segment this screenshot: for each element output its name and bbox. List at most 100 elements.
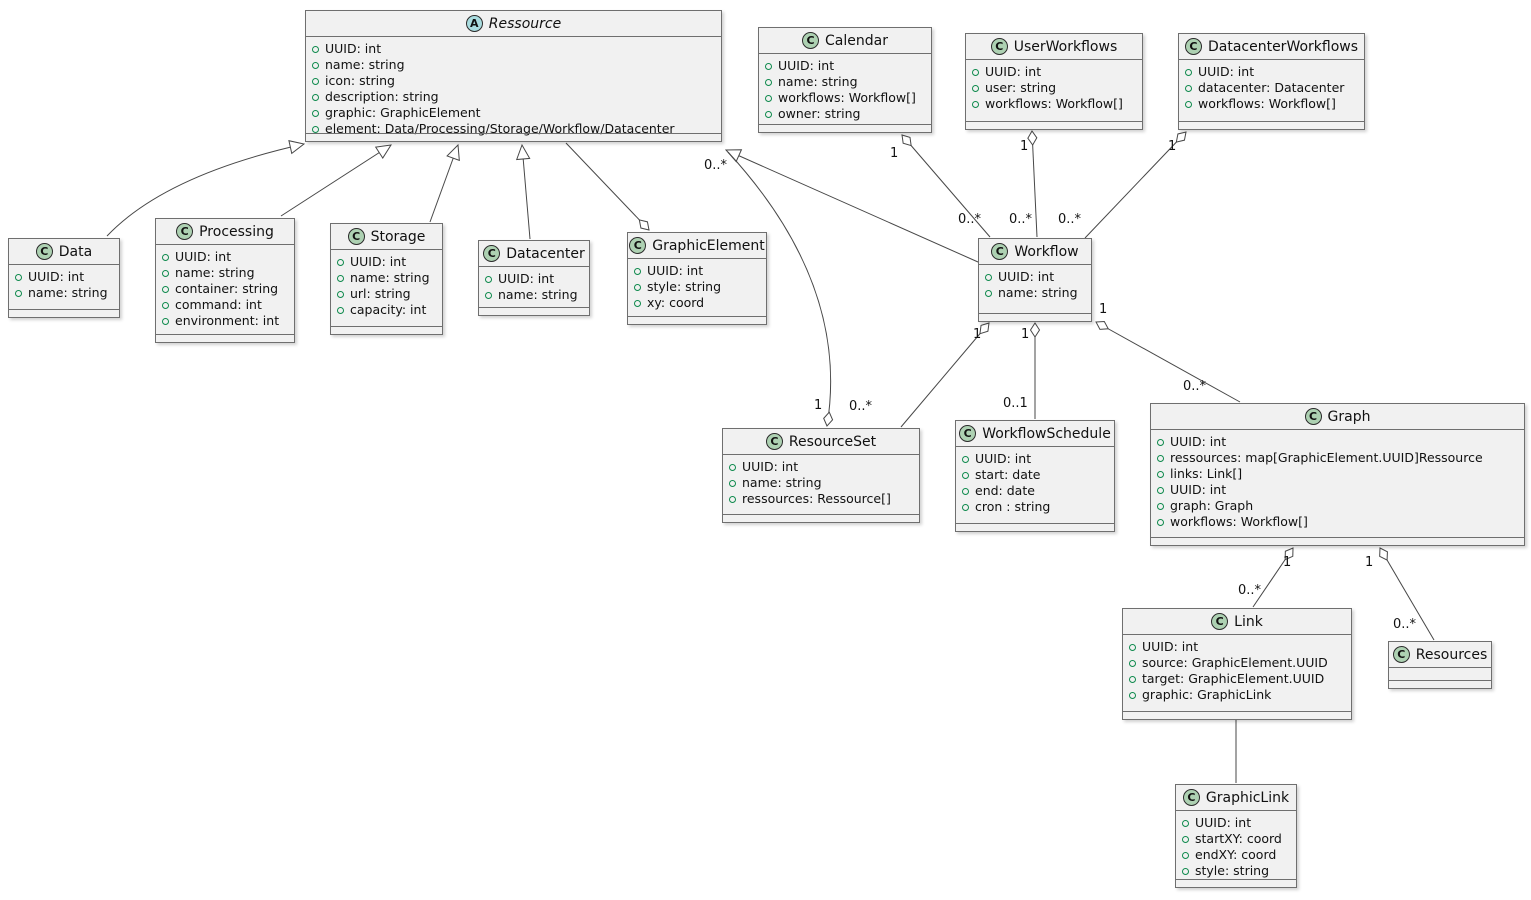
multiplicity-label: 0..*	[958, 212, 982, 227]
field-visibility-icon	[162, 317, 169, 325]
aggregation-diamond-icon	[979, 322, 990, 335]
attribute-text: UUID: int	[325, 41, 382, 56]
attribute-text: UUID: int	[998, 269, 1055, 284]
attribute-text: name: string	[742, 475, 822, 490]
attribute-text: UUID: int	[1142, 639, 1199, 654]
attribute-text: ressources: map[GraphicElement.UUID]Ress…	[1170, 450, 1483, 465]
attribute-row: workflows: Workflow[]	[763, 90, 925, 106]
field-visibility-icon	[1185, 100, 1192, 108]
field-visibility-icon	[312, 125, 319, 133]
methods-compartment	[479, 307, 589, 315]
attribute-row: style: string	[1180, 863, 1290, 879]
field-visibility-icon	[1182, 835, 1189, 843]
class-badge-icon: C	[1392, 646, 1410, 663]
field-visibility-icon	[312, 109, 319, 117]
attribute-row: name: string	[160, 265, 288, 281]
attribute-text: name: string	[998, 285, 1078, 300]
class-badge-icon: C	[1211, 613, 1229, 630]
class-name: UserWorkflows	[1013, 38, 1118, 55]
attribute-text: end: date	[975, 483, 1035, 498]
attribute-text: UUID: int	[778, 58, 835, 73]
multiplicity-label: 1	[814, 398, 823, 413]
attributes-compartment	[1389, 668, 1491, 680]
attribute-row: url: string	[335, 286, 436, 302]
attribute-row: UUID: int	[1127, 639, 1345, 655]
multiplicity-label: 0..*	[704, 158, 728, 173]
inheritance-triangle-icon	[374, 144, 392, 159]
attribute-row: UUID: int	[1155, 482, 1518, 498]
methods-compartment	[156, 334, 294, 342]
attribute-row: graph: Graph	[1155, 498, 1518, 514]
multiplicity-label: 1	[1020, 139, 1029, 154]
multiplicity-label: 0..*	[849, 399, 873, 414]
field-visibility-icon	[765, 110, 772, 118]
field-visibility-icon	[985, 289, 992, 297]
field-visibility-icon	[634, 299, 641, 307]
field-visibility-icon	[1129, 691, 1136, 699]
attribute-text: target: GraphicElement.UUID	[1142, 671, 1325, 686]
field-visibility-icon	[962, 471, 969, 479]
attribute-text: cron : string	[975, 499, 1051, 514]
attribute-row: name: string	[335, 270, 436, 286]
class-badge-icon: C	[1304, 408, 1322, 425]
class-badge-icon: C	[483, 245, 501, 262]
relation-line-inheritance	[725, 149, 979, 263]
field-visibility-icon	[1182, 851, 1189, 859]
attribute-text: command: int	[175, 297, 262, 312]
multiplicity-label: 1	[1021, 327, 1030, 342]
field-visibility-icon	[1182, 819, 1189, 827]
class-badge-icon: C	[1182, 789, 1200, 806]
methods-compartment	[979, 313, 1091, 321]
multiplicity-label: 0..*	[1393, 617, 1417, 632]
inheritance-triangle-icon	[446, 143, 460, 162]
attribute-row: end: date	[960, 483, 1108, 499]
field-visibility-icon	[972, 100, 979, 108]
field-visibility-icon	[1157, 518, 1164, 526]
field-visibility-icon	[634, 267, 641, 275]
attribute-text: UUID: int	[742, 459, 799, 474]
attribute-row: environment: int	[160, 313, 288, 329]
attribute-text: start: date	[975, 467, 1041, 482]
relation-line-aggregation	[1031, 130, 1038, 238]
relation-line-aggregation	[901, 134, 991, 238]
attribute-text: container: string	[175, 281, 279, 296]
attribute-text: UUID: int	[985, 64, 1042, 79]
class-name: Datacenter	[506, 245, 585, 262]
attribute-text: name: string	[498, 287, 578, 302]
inheritance-triangle-icon	[515, 143, 531, 161]
attribute-row: UUID: int	[335, 254, 436, 270]
relation-line-inheritance	[106, 143, 305, 237]
field-visibility-icon	[729, 479, 736, 487]
attribute-row: user: string	[970, 80, 1136, 96]
aggregation-diamond-icon	[1027, 130, 1038, 146]
class-badge-icon: C	[35, 243, 53, 260]
attribute-row: workflows: Workflow[]	[970, 96, 1136, 112]
class-badge-icon: C	[629, 237, 647, 254]
attribute-row: name: string	[727, 475, 913, 491]
field-visibility-icon	[1157, 454, 1164, 462]
attribute-text: workflows: Workflow[]	[778, 90, 916, 105]
field-visibility-icon	[312, 77, 319, 85]
attribute-row: source: GraphicElement.UUID	[1127, 655, 1345, 671]
attribute-text: graphic: GraphicElement	[325, 105, 481, 120]
attribute-text: startXY: coord	[1195, 831, 1282, 846]
attribute-row: UUID: int	[970, 64, 1136, 80]
class-name: DatacenterWorkflows	[1207, 38, 1359, 55]
attribute-row: style: string	[632, 279, 760, 295]
multiplicity-label: 1	[1365, 555, 1374, 570]
attribute-text: capacity: int	[350, 302, 427, 317]
field-visibility-icon	[634, 283, 641, 291]
